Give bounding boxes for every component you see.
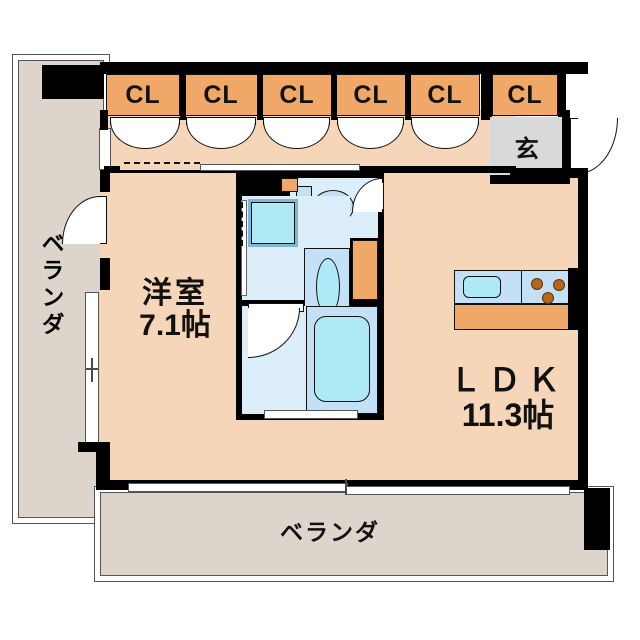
ldk-label: ＬＤＫ 11.3帖 [428,356,588,440]
right-wall-top-return [510,168,588,178]
left-exterior-wall-middle [100,258,110,290]
top-exterior-wall [100,62,588,74]
stove-burner-1 [531,278,543,290]
bottom-door-meeting-stile [345,479,347,495]
left-window-reveal [100,290,110,448]
bathroom-lower-sash[interactable] [264,410,358,419]
bedroom-label: 洋室 7.1帖 [110,270,240,350]
kitchen-counter-divider [521,270,523,304]
bottom-left-pier-vertical [96,442,110,490]
bathtub-basin [314,316,370,402]
bedroom-door-swing-dash [124,162,200,164]
veranda-left-top-wall [42,65,104,99]
left-window-rail [91,358,93,382]
bedroom-door-sash[interactable] [200,164,360,171]
entrance-label: 玄 [514,136,540,164]
kitchen-base-cabinet [454,304,576,330]
closet-box-2: CL [184,74,258,116]
closet-box-6: CL [492,74,558,116]
veranda-bottom [100,492,608,576]
ldk-label-line1: ＬＤＫ [449,362,567,399]
bottom-sliding-door-right[interactable] [346,486,570,495]
stove-burner-3 [542,292,554,304]
wet-block-side-cabinet [352,240,378,300]
kitchen-wall-stub-horizontal [568,304,588,314]
washing-machine-pan [248,199,298,247]
upper-left-corner-pier [100,110,108,130]
upper-left-window[interactable] [99,128,111,170]
washroom-side-dash [241,202,243,246]
toilet-accessory-marker [281,178,298,192]
bedroom-label-line1: 洋室 [142,276,208,310]
bottom-sliding-door-left[interactable] [128,483,348,492]
stove-burner-2 [553,279,565,291]
veranda-bottom-label: ベランダ [280,518,380,545]
ldk-label-line2: 11.3帖 [461,397,555,433]
closet-box-5: CL [410,74,480,116]
veranda-left-label: ベランダ [38,231,64,339]
closet-box-4: CL [336,74,406,116]
closet-right-end-wall [558,62,566,120]
entrance-bottom-wall [490,175,570,184]
veranda-bottom-right-pier [584,488,610,550]
closet-divider-3 [331,62,337,120]
left-exterior-wall-upper [100,168,110,192]
entrance-tile-area [490,117,562,175]
closet-divider-1 [180,62,186,120]
closet-box-1: CL [106,74,180,116]
closet-divider-2 [257,62,263,120]
right-exterior-wall [578,168,588,490]
bottom-left-pier [78,442,110,452]
entrance-door-swing-arc [578,118,618,174]
bedroom-label-line2: 7.1帖 [139,309,211,342]
washroom-side-sash [241,200,247,296]
kitchen-sink-basin [463,276,501,298]
closet-divider-5 [481,62,492,120]
closet-divider-4 [405,62,411,120]
kitchen-wall-stub-vertical [568,268,578,330]
entrance-right-wall [562,110,570,182]
closet-box-3: CL [262,74,332,116]
